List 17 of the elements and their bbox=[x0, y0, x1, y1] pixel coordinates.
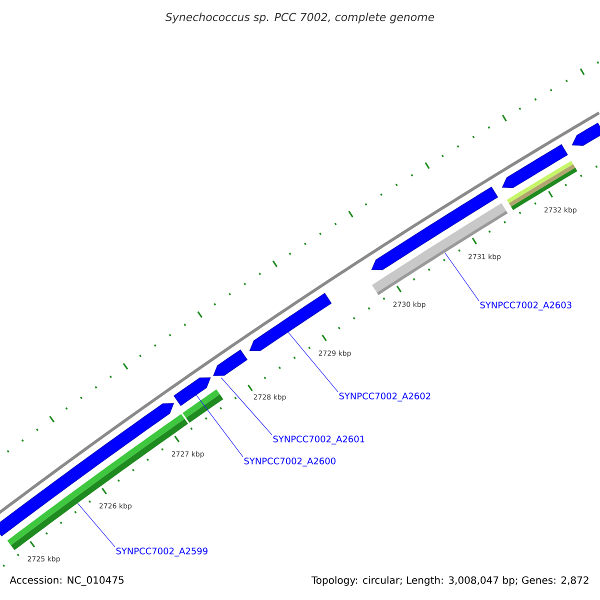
leader-line bbox=[196, 394, 244, 458]
gene-label: SYNPCC7002_A2602 bbox=[339, 392, 430, 402]
leader-line bbox=[444, 252, 480, 302]
gene-bar bbox=[213, 350, 248, 376]
gene-bar bbox=[249, 292, 332, 351]
accession-text: Accession: NC_010475 bbox=[10, 576, 124, 586]
gene-label: SYNPCC7002_A2599 bbox=[116, 548, 208, 556]
genome-stats-text: Topology: circular; Length: 3,008,047 bp; Genes: 2,872 bbox=[311, 576, 588, 586]
leader-line bbox=[288, 332, 338, 392]
gene-label: SYNPCC7002_A2600 bbox=[244, 458, 336, 466]
gene-label: SYNPCC7002_A2603 bbox=[480, 302, 572, 310]
title: Synechococcus sp. PCC 7002, complete genome bbox=[165, 12, 434, 24]
gene-bar bbox=[174, 377, 211, 406]
leader-line bbox=[77, 502, 116, 548]
leader-line bbox=[220, 377, 272, 436]
gene-label: SYNPCC7002_A2601 bbox=[273, 436, 364, 444]
gene-bar bbox=[372, 203, 508, 296]
